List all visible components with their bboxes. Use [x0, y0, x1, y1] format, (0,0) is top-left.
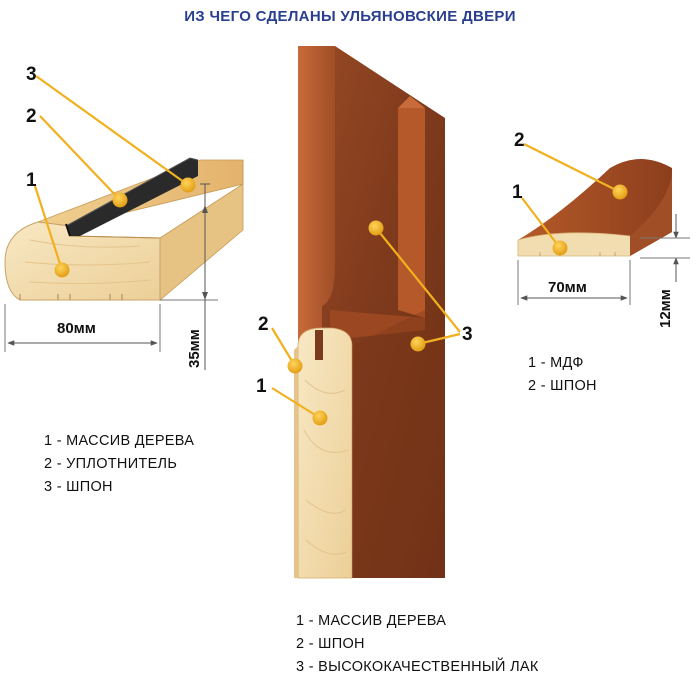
trim-height-label: 12мм	[657, 289, 674, 328]
door-frame-profile	[4, 157, 244, 301]
door-legend: 1 - МАССИВ ДЕРЕВА 2 - ШПОН 3 - ВЫСОКОКАЧ…	[296, 610, 539, 679]
door-legend-item-1: 1 - МАССИВ ДЕРЕВА	[296, 613, 447, 629]
frame-veneer-dot	[180, 177, 196, 193]
frame-dimensions: 80мм 35мм	[4, 183, 218, 370]
frame-width-label: 80мм	[57, 320, 96, 337]
frame-callout-2: 2	[26, 106, 37, 127]
trim-callout-1: 1	[512, 182, 523, 203]
trim-legend: 1 - МДФ 2 - ШПОН	[528, 352, 597, 398]
door-wood-dot	[312, 410, 328, 426]
door-callout-2: 2	[258, 314, 269, 335]
frame-wood-dot	[54, 262, 70, 278]
trim-legend-item-2: 2 - ШПОН	[528, 378, 597, 394]
frame-legend: 1 - МАССИВ ДЕРЕВА 2 - УПЛОТНИТЕЛЬ 3 - ШП…	[44, 430, 194, 499]
door-edge-veneer-dot	[287, 358, 303, 374]
trim-dimensions: 70мм 12мм	[517, 214, 690, 328]
door-leaf-section	[294, 46, 445, 579]
door-callout-3: 3	[462, 324, 473, 345]
trim-callouts: 2 1	[512, 130, 628, 256]
frame-legend-item-1: 1 - МАССИВ ДЕРЕВА	[44, 433, 195, 449]
trim-width-label: 70мм	[548, 279, 587, 296]
trim-profile	[517, 159, 672, 257]
door-veneer-dot	[368, 220, 384, 236]
frame-callouts: 3 2 1	[26, 64, 196, 278]
frame-callout-1: 1	[26, 170, 37, 191]
page-title: ИЗ ЧЕГО СДЕЛАНЫ УЛЬЯНОВСКИЕ ДВЕРИ	[184, 8, 516, 25]
door-legend-item-3: 3 - ВЫСОКОКАЧЕСТВЕННЫЙ ЛАК	[296, 659, 539, 675]
frame-legend-item-3: 3 - ШПОН	[44, 479, 113, 495]
trim-legend-item-1: 1 - МДФ	[528, 355, 584, 371]
frame-height-label: 35мм	[186, 329, 203, 368]
door-lacquer-dot	[410, 336, 426, 352]
frame-legend-item-2: 2 - УПЛОТНИТЕЛЬ	[44, 456, 178, 472]
frame-seal-dot	[112, 192, 128, 208]
trim-mdf-dot	[552, 240, 568, 256]
door-callouts: 3 2 1	[256, 220, 473, 426]
door-legend-item-2: 2 - ШПОН	[296, 636, 365, 652]
frame-callout-3: 3	[26, 64, 37, 85]
trim-veneer-dot	[612, 184, 628, 200]
trim-callout-2: 2	[514, 130, 525, 151]
door-callout-1: 1	[256, 376, 267, 397]
